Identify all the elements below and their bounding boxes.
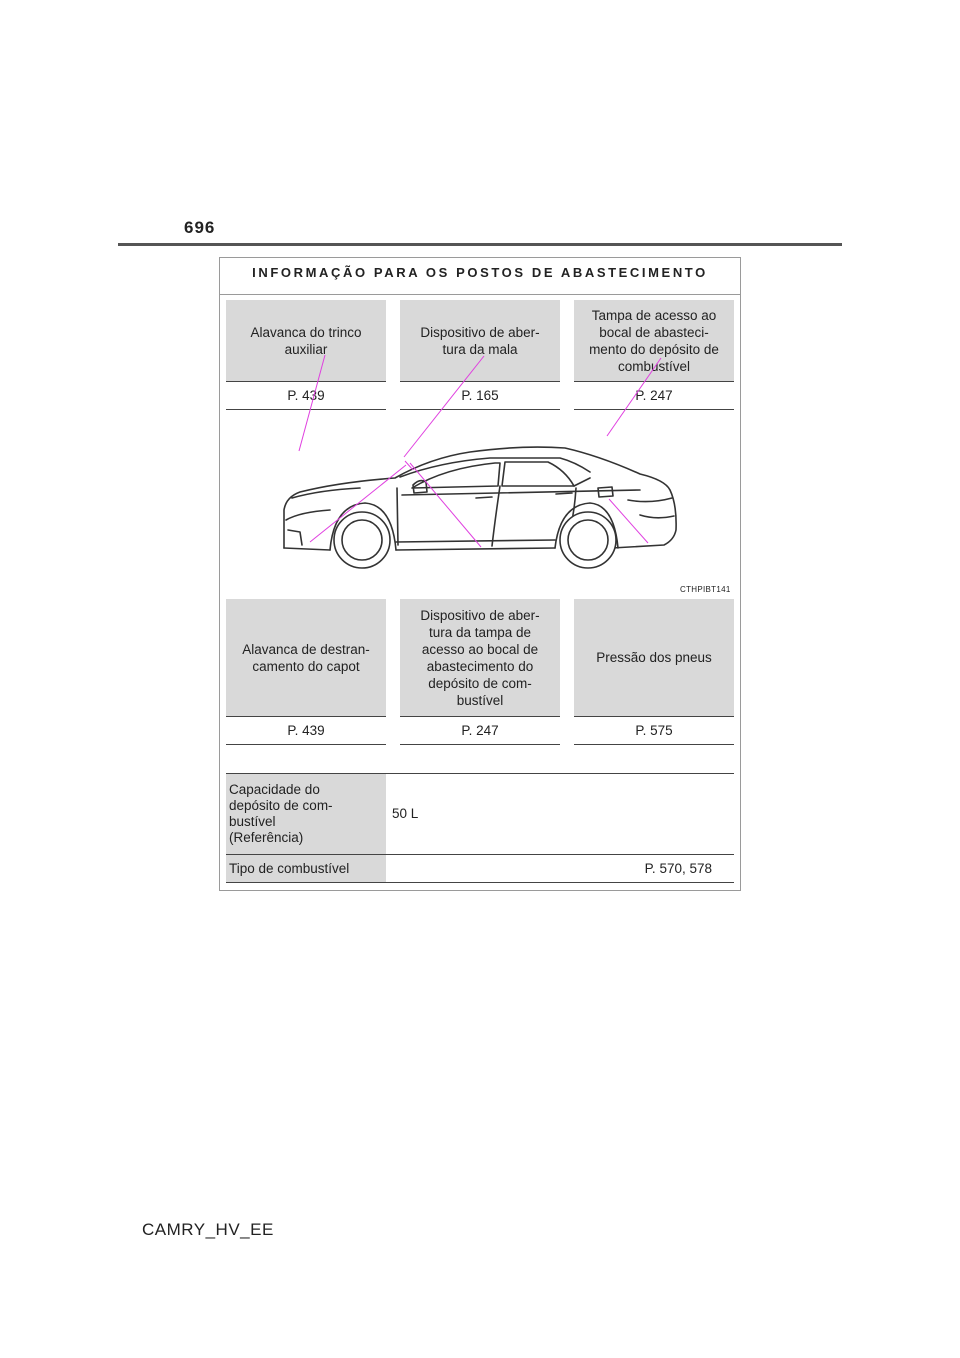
- spec-label-fuel-capacity: Capacidade do depósito de com- bustível …: [226, 773, 386, 855]
- ref-page-tire-pressure[interactable]: P. 575: [574, 717, 734, 745]
- ref-box-auxiliary-latch: Alavanca do trinco auxiliar: [226, 300, 386, 382]
- footer-code: CAMRY_HV_EE: [142, 1220, 274, 1239]
- ref-box-hood-release: Alavanca de destran- camento do capot: [226, 599, 386, 717]
- info-panel: INFORMAÇÃO PARA OS POSTOS DE ABASTECIMEN…: [219, 257, 741, 891]
- ref-box-trunk-opener: Dispositivo de aber- tura da mala: [400, 300, 560, 382]
- spec-value-fuel-type[interactable]: P. 570, 578: [386, 854, 734, 883]
- figure-code: CTHPIBT141: [680, 585, 731, 594]
- ref-page-hood-release[interactable]: P. 439: [226, 717, 386, 745]
- ref-page-fuel-door-opener[interactable]: P. 247: [400, 717, 560, 745]
- fuel-spec-table: Capacidade do depósito de com- bustível …: [226, 773, 734, 883]
- spec-value-fuel-capacity: 50 L: [386, 773, 734, 855]
- table-row: Capacidade do depósito de com- bustível …: [226, 773, 734, 855]
- page-number: 696: [184, 218, 216, 237]
- ref-page-trunk-opener[interactable]: P. 165: [400, 382, 560, 410]
- ref-box-fuel-door-opener: Dispositivo de aber- tura da tampa de ac…: [400, 599, 560, 717]
- spec-label-fuel-type: Tipo de combustível: [226, 854, 386, 883]
- ref-box-tire-pressure: Pressão dos pneus: [574, 599, 734, 717]
- header-rule: [118, 243, 842, 246]
- ref-page-fuel-door[interactable]: P. 247: [574, 382, 734, 410]
- section-title: INFORMAÇÃO PARA OS POSTOS DE ABASTECIMEN…: [220, 258, 740, 295]
- table-row: Tipo de combustível P. 570, 578: [226, 854, 734, 883]
